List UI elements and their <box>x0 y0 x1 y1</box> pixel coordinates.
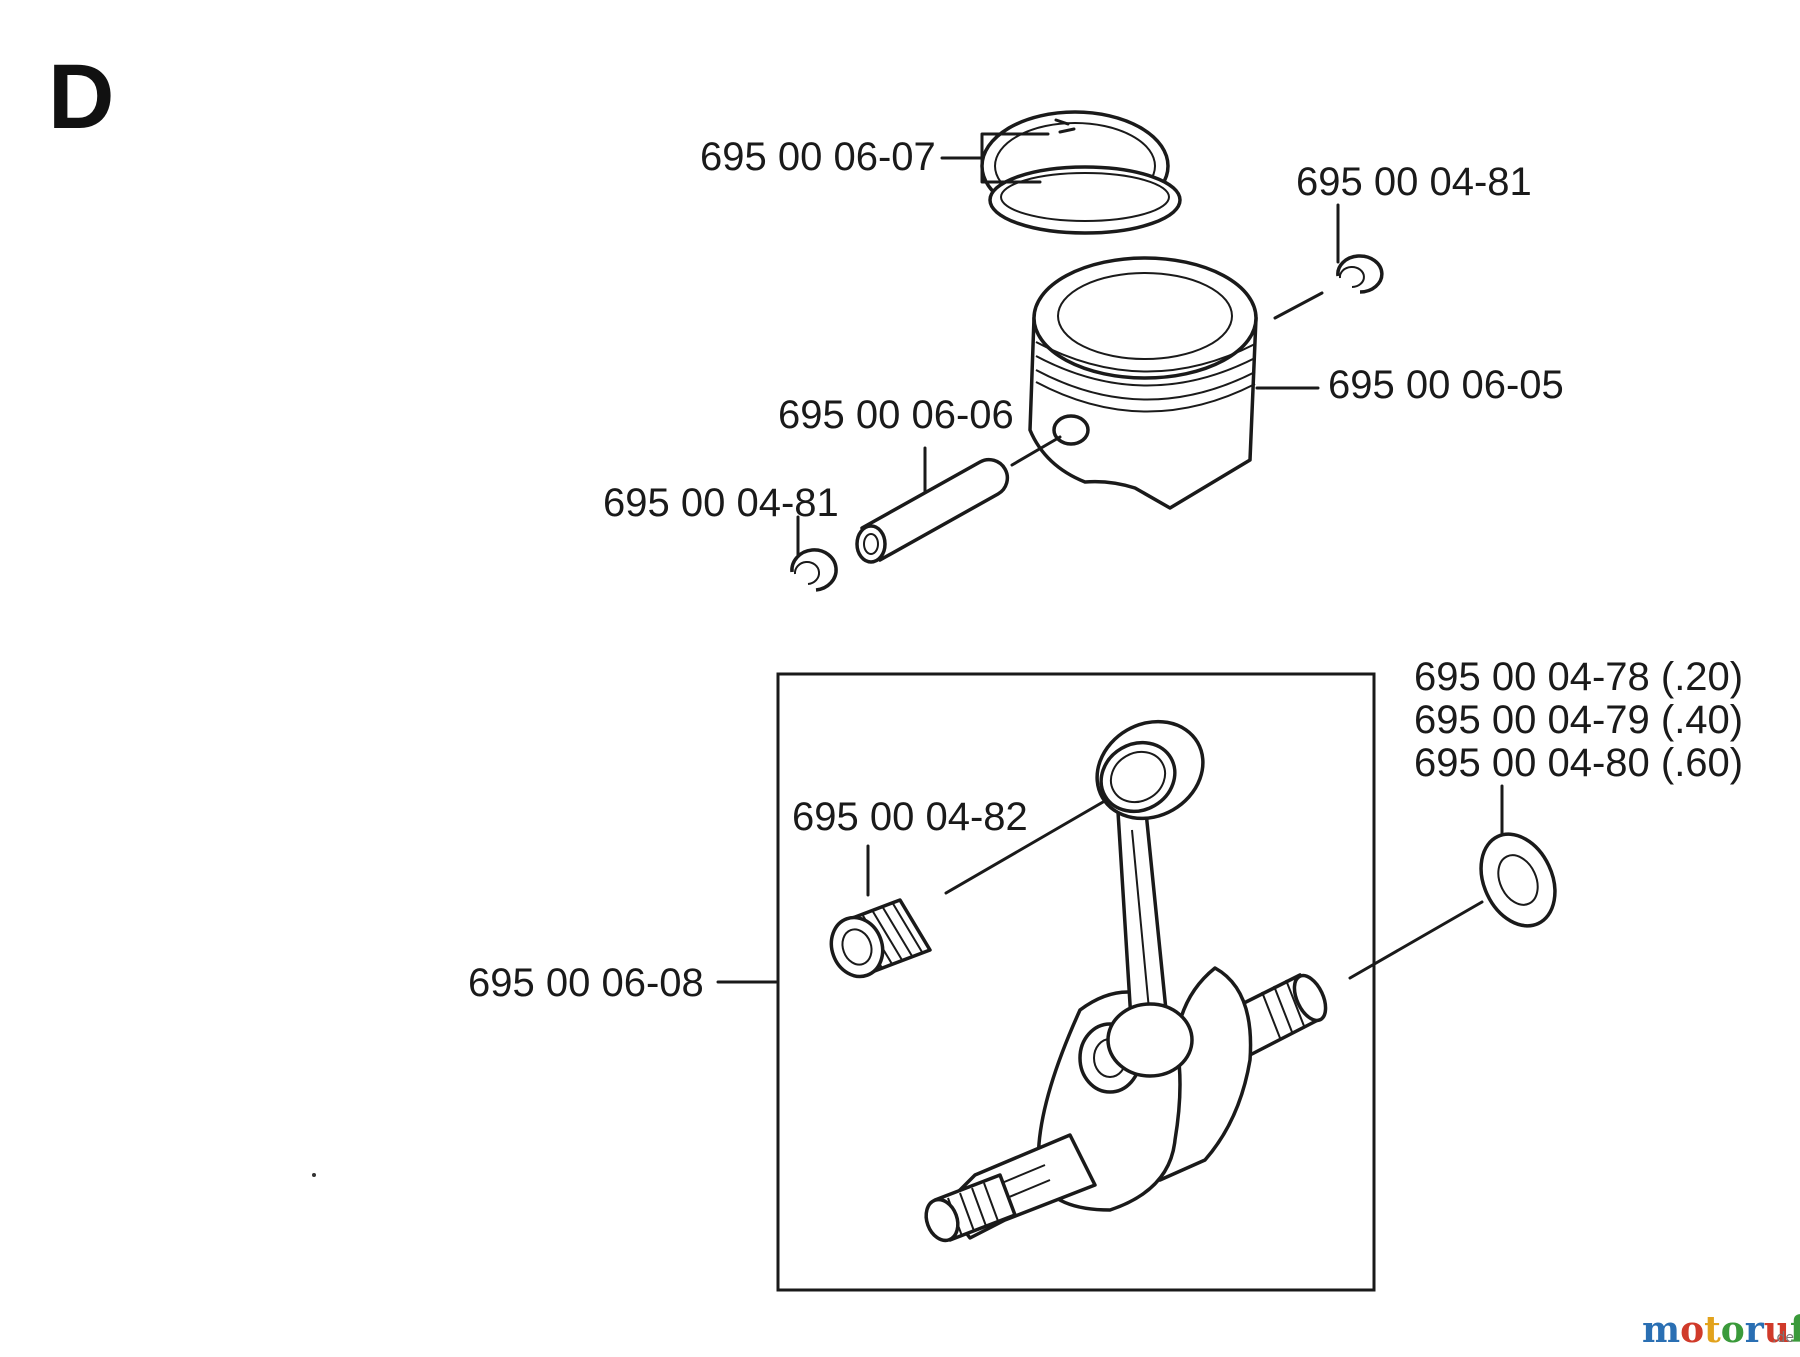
watermark: motoruf .de <box>1642 1309 1800 1351</box>
shim-washer-drawing <box>1479 832 1557 928</box>
shim-to-shaft-leader <box>1348 900 1484 980</box>
crankshaft-box <box>776 672 1376 1292</box>
label-shim-060: 695 00 04-80 (.60) <box>1414 741 1743 785</box>
label-needle-bearing: 695 00 04-82 <box>792 795 1028 839</box>
wm-letter: o <box>1680 1309 1704 1351</box>
wm-letter: m <box>1642 1309 1680 1351</box>
watermark-suffix: .de <box>1772 1330 1794 1346</box>
label-shim-020: 695 00 04-78 (.20) <box>1414 655 1743 699</box>
circlip-right-drawing <box>1336 254 1384 294</box>
circlip-left-drawing <box>790 548 838 592</box>
piston-drawing <box>1028 256 1258 510</box>
label-circlip-right: 695 00 04-81 <box>1296 160 1532 204</box>
wm-letter: o <box>1721 1309 1745 1351</box>
crankshaft-drawing <box>924 719 1328 1243</box>
svg-text:motoruf: motoruf <box>1642 1309 1800 1351</box>
stray-mark <box>312 1173 316 1177</box>
label-piston: 695 00 06-05 <box>1328 363 1564 407</box>
piston-rings-drawing <box>980 110 1182 235</box>
section-letter: D <box>48 46 114 148</box>
label-piston-pin: 695 00 06-06 <box>778 393 1014 437</box>
label-circlip-left: 695 00 04-81 <box>603 481 839 525</box>
wm-letter: t <box>1704 1309 1721 1351</box>
piston-rings-leader <box>940 132 1050 184</box>
wm-letter: f <box>1790 1309 1800 1351</box>
wm-letter: r <box>1745 1309 1765 1351</box>
label-shim-040: 695 00 04-79 (.40) <box>1414 698 1743 742</box>
needle-bearing-drawing <box>829 898 932 979</box>
circlip-right-to-piston-leader <box>1273 291 1324 320</box>
bearing-to-rod-leader <box>944 800 1105 895</box>
label-crankshaft-assembly: 695 00 06-08 <box>468 961 704 1005</box>
piston-pin-drawing <box>855 457 1010 564</box>
wm-letter: u <box>1764 1309 1790 1351</box>
pin-to-piston-leader <box>1010 435 1062 467</box>
label-piston-rings: 695 00 06-07 <box>700 135 936 179</box>
